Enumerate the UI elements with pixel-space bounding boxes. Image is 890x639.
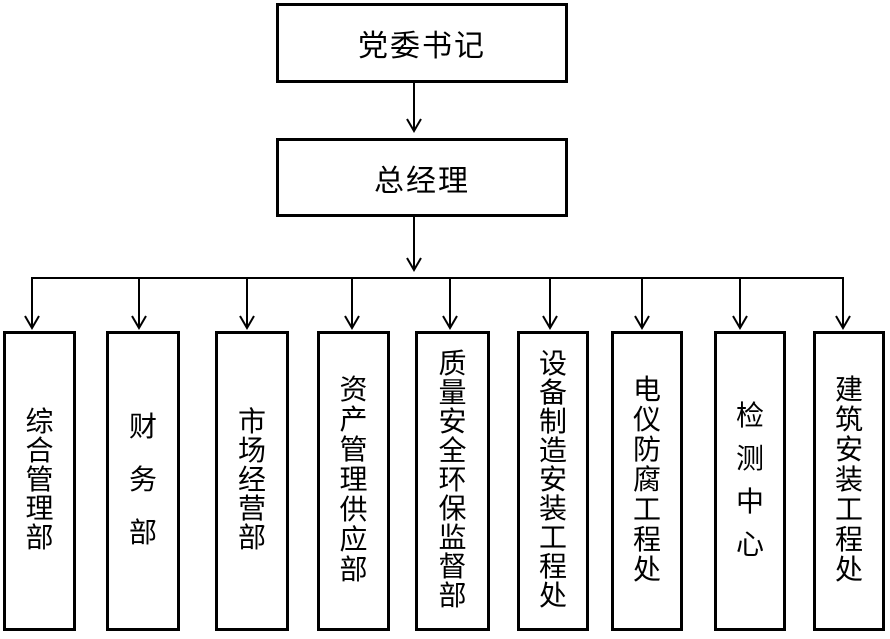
arrow-rail-to-dept-6 <box>542 278 558 330</box>
node-dept-construction-installation: 建筑安装工程处 <box>813 331 885 631</box>
arrow-rail-to-dept-3 <box>239 278 255 330</box>
node-dept-finance: 财务部 <box>106 331 180 631</box>
arrow-rail-to-dept-8 <box>732 278 748 330</box>
node-dept-label: 检测中心 <box>735 400 764 561</box>
arrow-rail-to-dept-5 <box>442 278 458 330</box>
node-dept-label: 质量安全环保监督部 <box>438 349 467 612</box>
node-dept-label: 电仪防腐工程处 <box>632 375 661 586</box>
arrow-root-to-manager <box>406 83 422 133</box>
node-dept-label: 资产管理供应部 <box>339 375 368 586</box>
arrow-rail-to-dept-1 <box>24 278 40 330</box>
node-general-manager-label: 总经理 <box>374 164 470 198</box>
arrow-rail-to-dept-9 <box>835 278 851 330</box>
node-dept-quality-safety-environment-supervision: 质量安全环保监督部 <box>415 331 490 631</box>
node-dept-label: 财务部 <box>128 412 157 549</box>
node-dept-equipment-manufacturing-installation: 设备制造安装工程处 <box>517 331 589 631</box>
node-dept-testing-center: 检测中心 <box>714 331 786 631</box>
arrow-rail-to-dept-2 <box>131 278 147 330</box>
node-dept-label: 市场经营部 <box>237 407 266 554</box>
node-general-manager: 总经理 <box>276 138 568 217</box>
arrow-manager-to-rail <box>406 217 422 272</box>
arrow-rail-to-dept-4 <box>344 278 360 330</box>
node-dept-label: 设备制造安装工程处 <box>538 349 567 612</box>
node-dept-electrical-instrument-anticorrosion: 电仪防腐工程处 <box>611 331 683 631</box>
node-party-secretary: 党委书记 <box>276 3 568 83</box>
node-dept-asset-management-supply: 资产管理供应部 <box>317 331 390 631</box>
node-dept-label: 综合管理部 <box>25 407 54 554</box>
node-dept-market-operations: 市场经营部 <box>215 331 289 631</box>
node-dept-label: 建筑安装工程处 <box>834 375 863 586</box>
node-dept-general-management: 综合管理部 <box>3 331 76 631</box>
arrow-rail-to-dept-7 <box>634 278 650 330</box>
node-party-secretary-label: 党委书记 <box>358 30 486 63</box>
